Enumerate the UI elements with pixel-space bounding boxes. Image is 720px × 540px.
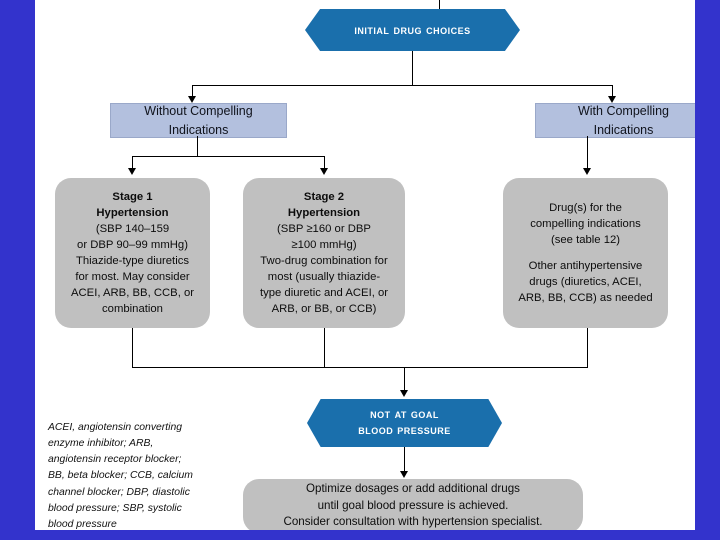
connector-to-stage1: [132, 156, 133, 170]
flowchart-canvas: Initial Drug Choices Without Compelling …: [35, 0, 695, 530]
legend-line2: enzyme inhibitor; ARB,: [48, 438, 154, 450]
connector-to-without-box: [192, 85, 193, 98]
optimize-line2: until goal blood pressure is achieved.: [317, 498, 509, 512]
stage1-body-line2: or DBP 90–99 mmHg): [77, 238, 188, 251]
connector-compelling-down: [587, 328, 588, 367]
compelling-drugs-g1-line2: compelling indications: [530, 217, 641, 230]
connector-stage2-down: [324, 328, 325, 367]
legend-line7: blood pressure: [48, 518, 117, 530]
arrow-to-without-box: [188, 96, 196, 103]
stage2-body-line1: (SBP ≥160 or DBP: [277, 222, 371, 235]
with-compelling-line2: Indications: [593, 122, 654, 137]
compelling-drugs-g2-line1: Other antihypertensive: [528, 260, 643, 272]
arrow-to-stage1: [128, 168, 136, 175]
stage1-body-line1: (SBP 140–159: [95, 222, 170, 235]
node-optimize-dosages[interactable]: Optimize dosages or add additional drugs…: [243, 479, 583, 530]
stage2-body-line4: most (usually thiazide-: [267, 271, 381, 284]
without-compelling-line2: Indications: [168, 122, 229, 137]
connector-to-stage2: [324, 156, 325, 170]
without-compelling-line1: Without Compelling: [144, 104, 253, 119]
not-at-goal-line1: Not at Goal: [370, 407, 439, 422]
compelling-drugs-g1-line1: Drug(s) for the: [549, 201, 622, 214]
legend-abbreviations: ACEI, angiotensin converting enzyme inhi…: [48, 420, 218, 530]
stage2-body-line5: type diuretic and ACEI, or: [259, 287, 389, 300]
connector-start-down: [412, 51, 413, 85]
arrow-to-with-box: [608, 96, 616, 103]
connector-stage1-down: [132, 328, 133, 367]
connector-start-split: [192, 85, 612, 86]
compelling-drugs-g1-line3: (see table 12): [550, 233, 621, 246]
node-initial-drug-choices-label: Initial Drug Choices: [354, 21, 471, 37]
legend-line3: angiotensin receptor blocker;: [48, 454, 182, 466]
stage2-body-line6: ARB, or BB, or CCB): [271, 303, 377, 316]
connector-to-with-box: [612, 85, 613, 98]
node-not-at-goal-blood-pressure[interactable]: Not at Goal Blood Pressure: [307, 399, 502, 447]
connector-not-at-goal-down: [404, 447, 405, 475]
stage2-body-line3: Two-drug combination for: [260, 255, 388, 267]
arrow-to-optimize-box: [400, 471, 408, 478]
stage2-heading-line1: Stage 2: [303, 190, 345, 203]
with-compelling-line1: With Compelling: [577, 104, 669, 119]
stage1-heading-line2: Hypertension: [96, 206, 169, 219]
stage1-body-line3: Thiazide-type diuretics: [75, 255, 190, 267]
stage1-body-line4: for most. May consider: [75, 271, 190, 284]
node-stage1-hypertension[interactable]: Stage 1 Hypertension (SBP 140–159 or DBP…: [55, 178, 210, 328]
optimize-line1: Optimize dosages or add additional drugs: [306, 482, 520, 496]
node-initial-drug-choices[interactable]: Initial Drug Choices: [305, 9, 520, 51]
node-with-compelling-indications[interactable]: With Compelling Indications: [535, 103, 695, 138]
stage1-body-line5: ACEI, ARB, BB, CCB, or: [70, 287, 195, 300]
stage1-heading-line1: Stage 1: [112, 190, 153, 203]
node-compelling-indication-drugs[interactable]: Drug(s) for the compelling indications (…: [503, 178, 668, 328]
arrow-to-compelling-drugs: [583, 168, 591, 175]
compelling-drugs-g2-line3: ARB, BB, CCB) as needed: [518, 292, 653, 305]
legend-line4: BB, beta blocker; CCB, calcium: [48, 470, 193, 482]
connector-merge-down: [404, 367, 405, 392]
arrow-to-stage2: [320, 168, 328, 175]
legend-line6: blood pressure; SBP, systolic: [48, 502, 182, 514]
not-at-goal-line2: Blood Pressure: [358, 423, 451, 437]
legend-line1: ACEI, angiotensin converting: [48, 422, 183, 433]
stage1-body-line6: combination: [102, 303, 163, 316]
compelling-drugs-g2-line2: drugs (diuretics, ACEI,: [529, 276, 642, 289]
legend-line5: channel blocker; DBP, diastolic: [48, 486, 190, 498]
node-stage2-hypertension[interactable]: Stage 2 Hypertension (SBP ≥160 or DBP ≥1…: [243, 178, 405, 328]
connector-merge-bar: [132, 367, 588, 368]
connector-with-down: [587, 136, 588, 170]
node-without-compelling-indications[interactable]: Without Compelling Indications: [110, 103, 287, 138]
connector-without-split: [132, 156, 324, 157]
stage2-body-line2: ≥100 mmHg): [291, 238, 357, 251]
optimize-line3: Consider consultation with hypertension …: [283, 515, 543, 529]
stage2-heading-line2: Hypertension: [287, 206, 361, 219]
connector-without-down: [197, 136, 198, 156]
connector-top-stem: [439, 0, 440, 9]
arrow-to-not-at-goal: [400, 390, 408, 397]
